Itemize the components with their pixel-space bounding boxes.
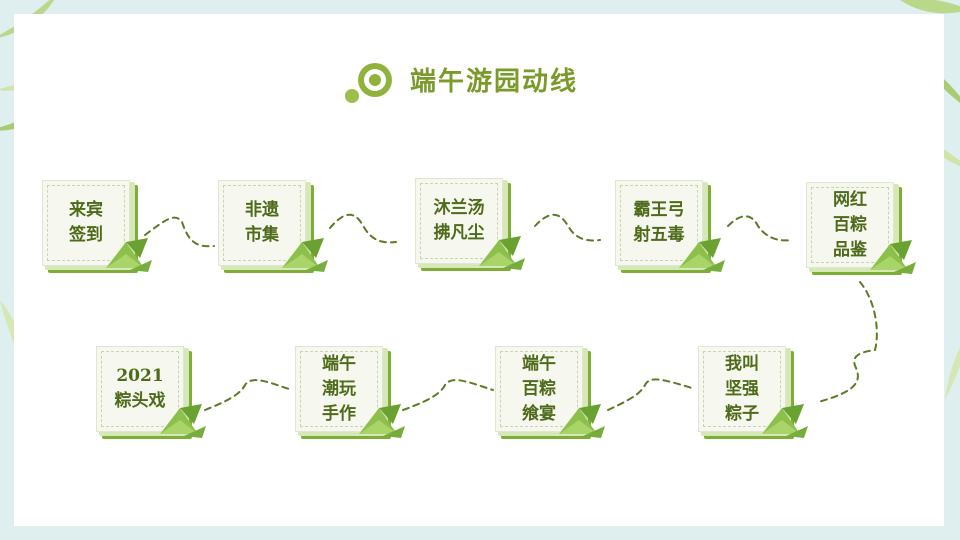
step-label: 端午 百粽 飨宴 [522, 353, 556, 424]
step-card-2[interactable]: 非遗 市集 [218, 180, 328, 280]
step-card-5[interactable]: 网红 百粽 品鉴 [806, 182, 916, 282]
zongzi-icon [679, 238, 725, 272]
step-label: 霸王弓 射五毒 [633, 200, 685, 245]
step-label: 网红 百粽 品鉴 [833, 189, 867, 260]
step-label: 2021 粽头戏 [114, 366, 166, 411]
step-label: 端午 潮玩 手作 [322, 353, 356, 424]
zongzi-icon [160, 404, 206, 438]
zongzi-icon [282, 238, 328, 272]
zongzi-icon [762, 404, 808, 438]
zongzi-icon [106, 238, 152, 272]
step-label: 非遗 市集 [245, 200, 279, 245]
step-label: 我叫 坚强 粽子 [725, 353, 759, 424]
step-card-8[interactable]: 端午 潮玩 手作 [295, 346, 405, 446]
zongzi-icon [479, 236, 525, 270]
step-card-9[interactable]: 2021 粽头戏 [96, 346, 206, 446]
step-card-4[interactable]: 霸王弓 射五毒 [615, 180, 725, 280]
zongzi-icon [359, 404, 405, 438]
step-card-3[interactable]: 沐兰汤 拂凡尘 [415, 178, 525, 278]
step-card-6[interactable]: 我叫 坚强 粽子 [698, 346, 808, 446]
step-label: 来宾 签到 [69, 200, 103, 245]
title-block: 端午游园动线 [340, 58, 640, 108]
zongzi-icon [559, 404, 605, 438]
zongzi-icon [870, 240, 916, 274]
step-card-1[interactable]: 来宾 签到 [42, 180, 152, 280]
target-circle-icon [345, 63, 392, 103]
page-title: 端午游园动线 [410, 67, 579, 97]
step-card-7[interactable]: 端午 百粽 飨宴 [495, 346, 605, 446]
step-label: 沐兰汤 拂凡尘 [433, 198, 485, 243]
